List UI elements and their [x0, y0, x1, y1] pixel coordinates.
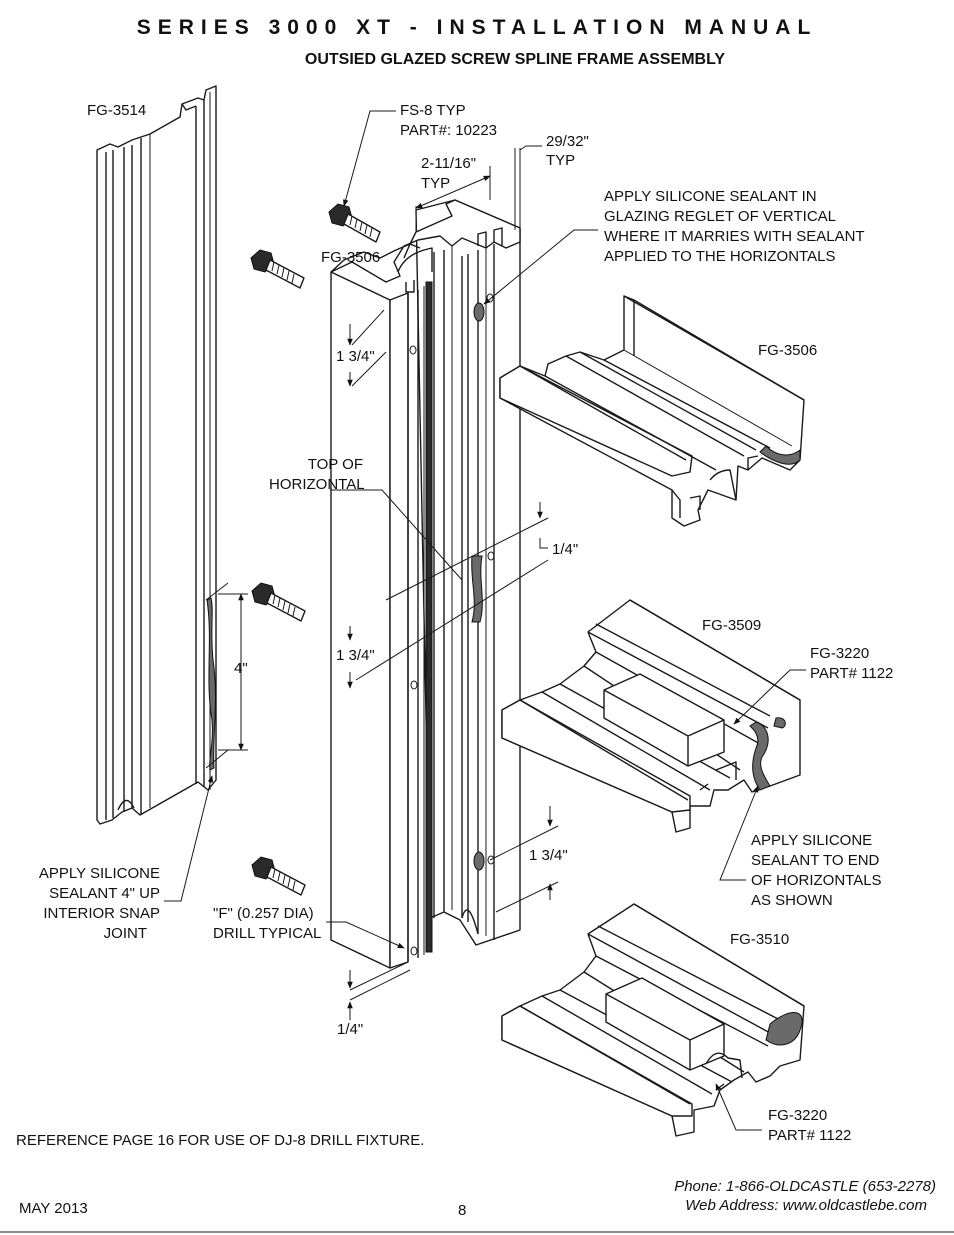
fg3509-horizontal-extrusion: [501, 599, 801, 833]
fg3510-horizontal-extrusion: [501, 903, 805, 1137]
fg3506-horizontal-extrusion: [499, 295, 805, 527]
label-sealant-reglet: APPLY SILICONE SEALANT IN GLAZING REGLET…: [604, 188, 865, 265]
label-dim-1-3-4-low: 1 3/4": [529, 847, 568, 864]
dimension-1-3-4-top: [347, 309, 387, 387]
page-subtitle: OUTSIED GLAZED SCREW SPLINE FRAME ASSEMB…: [304, 51, 726, 68]
leader-fg3220-b: [715, 1083, 762, 1131]
dimension-1-3-4-low: [489, 806, 559, 913]
label-fg3220-b: FG-3220 PART# 1122: [768, 1107, 852, 1144]
dimension-4in: [205, 582, 248, 769]
dimension-1-4-top: [537, 502, 548, 549]
dimension-2-11-16: [415, 166, 491, 232]
page-number: 8: [458, 1202, 467, 1219]
label-fg3514: FG-3514: [87, 102, 147, 119]
leader-fg3220-a: [733, 669, 806, 725]
drill-line-mid: [355, 559, 549, 681]
top-of-horizontal-line: [385, 517, 549, 601]
label-dim-4: 4": [234, 660, 248, 677]
label-fg3506-horizontal: FG-3506: [758, 342, 818, 359]
label-fg3510: FG-3510: [730, 931, 790, 948]
footer-phone: Phone: 1-866-OLDCASTLE (653-2278): [674, 1178, 936, 1195]
label-fg3509: FG-3509: [702, 617, 762, 634]
label-drill: "F" (0.257 DIA) DRILL TYPICAL: [213, 905, 322, 942]
label-typ: TYP: [421, 175, 451, 192]
label-sealant-snap: APPLY SILICONE SEALANT 4" UP INTERIOR SN…: [38, 865, 160, 942]
label-fg3506-vertical: FG-3506: [321, 249, 381, 266]
label-dim-1-3-4-mid: 1 3/4": [336, 647, 375, 664]
footer-date: MAY 2013: [19, 1200, 88, 1217]
leader-sealant-end: [719, 785, 759, 881]
label-fs8-typ: FS-8 TYP: [400, 102, 466, 119]
leader-reglet: [483, 229, 598, 305]
fg3514-snap-extrusion: [96, 85, 217, 825]
label-dim-2-11-16: 2-11/16": [421, 155, 477, 172]
fs8-screw-2: [250, 249, 305, 289]
footer-web: Web Address: www.oldcastlebe.com: [685, 1197, 927, 1214]
label-top-of-horizontal: TOP OF HORIZONTAL: [269, 456, 365, 493]
label-dim-1-3-4-top: 1 3/4": [336, 348, 375, 365]
leader-top-of-horizontal: [330, 489, 463, 581]
reference-note: REFERENCE PAGE 16 FOR USE OF DJ-8 DRILL …: [16, 1132, 425, 1149]
fs8-screw-top: [328, 203, 381, 243]
fs8-screw-3: [251, 582, 306, 622]
fg3506-vertical-mullion: [330, 199, 521, 969]
fs8-screw-4: [251, 856, 306, 896]
leader-snap-joint: [164, 775, 214, 902]
label-fs8-part: PART#: 10223: [400, 122, 498, 139]
label-typ-2: TYP: [546, 152, 576, 169]
dimension-29-32: [514, 145, 542, 230]
leader-fs8: [342, 110, 396, 207]
label-dim-1-4-bottom: 1/4": [337, 1021, 364, 1038]
leader-drill: [326, 921, 405, 949]
label-fg3220-a: FG-3220 PART# 1122: [810, 645, 894, 682]
page-title: SERIES 3000 XT - INSTALLATION MANUAL: [136, 16, 818, 39]
label-sealant-end: APPLY SILICONE SEALANT TO END OF HORIZON…: [751, 832, 882, 909]
dimension-1-4-bottom: [347, 961, 411, 1020]
label-dim-1-4-top: 1/4": [552, 541, 579, 558]
label-dim-29-32: 29/32": [546, 133, 589, 150]
